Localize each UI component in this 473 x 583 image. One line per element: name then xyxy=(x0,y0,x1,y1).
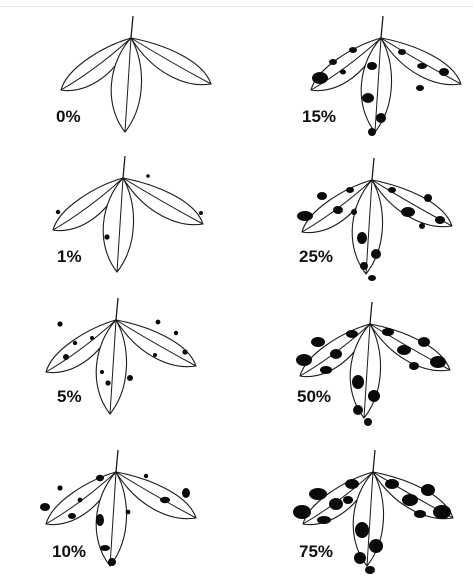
panel-50-percent: 50% xyxy=(296,302,450,426)
top-divider xyxy=(0,6,473,7)
severity-label: 1% xyxy=(57,247,82,266)
severity-label: 75% xyxy=(299,542,333,561)
panel-5-percent: 5% xyxy=(46,298,196,414)
severity-label: 50% xyxy=(297,387,331,406)
panel-10-percent: 10% xyxy=(40,450,196,566)
severity-label: 15% xyxy=(302,107,336,126)
severity-label: 5% xyxy=(57,387,82,406)
panel-25-percent: 25% xyxy=(297,158,452,281)
panel-1-percent: 1% xyxy=(53,156,203,272)
severity-label: 0% xyxy=(56,107,81,126)
severity-label: 25% xyxy=(299,247,333,266)
panel-75-percent: 75% xyxy=(293,450,453,574)
panel-15-percent: 15% xyxy=(302,16,461,136)
panel-0-percent: 0% xyxy=(56,16,211,132)
severity-label: 10% xyxy=(52,542,86,561)
